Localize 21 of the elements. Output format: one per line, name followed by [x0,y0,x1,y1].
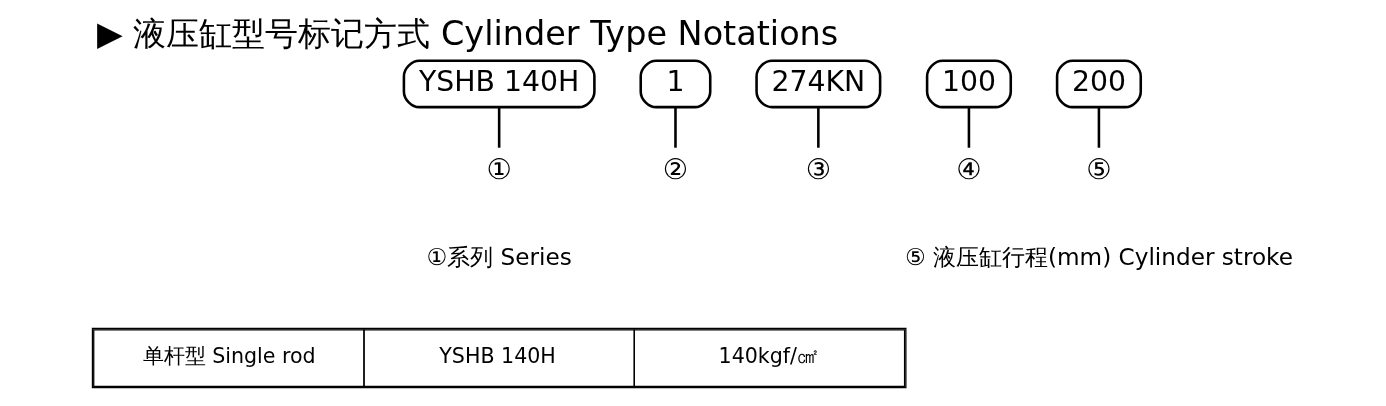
connector [673,107,677,148]
node-text: ② [662,152,688,186]
label: ①系列 Series [425,243,572,270]
connector [967,107,970,148]
label: 单杆型 Single rod [142,343,316,368]
node-text: ④ [955,152,982,186]
node-box: 1 [638,59,711,109]
label: YSHB 140H [438,343,556,368]
connector [1097,107,1100,148]
node-box: 200 [1055,59,1142,109]
connector [816,107,820,148]
connector [497,107,500,148]
label: ⑤ 液压缸行程(mm) Cylinder stroke [904,243,1293,270]
node-box: 274KN [754,59,881,109]
node-box: YSHB 140H [402,59,596,109]
node-text: ⑤ [1085,152,1112,186]
node-text: ① [485,152,512,186]
node-box: 100 [925,59,1012,109]
label: 140kgf/㎠ [718,343,818,368]
diagram-title: ▶ 液压缸型号标记方式 Cylinder Type Notations [96,14,838,54]
node-text: ③ [805,152,831,186]
